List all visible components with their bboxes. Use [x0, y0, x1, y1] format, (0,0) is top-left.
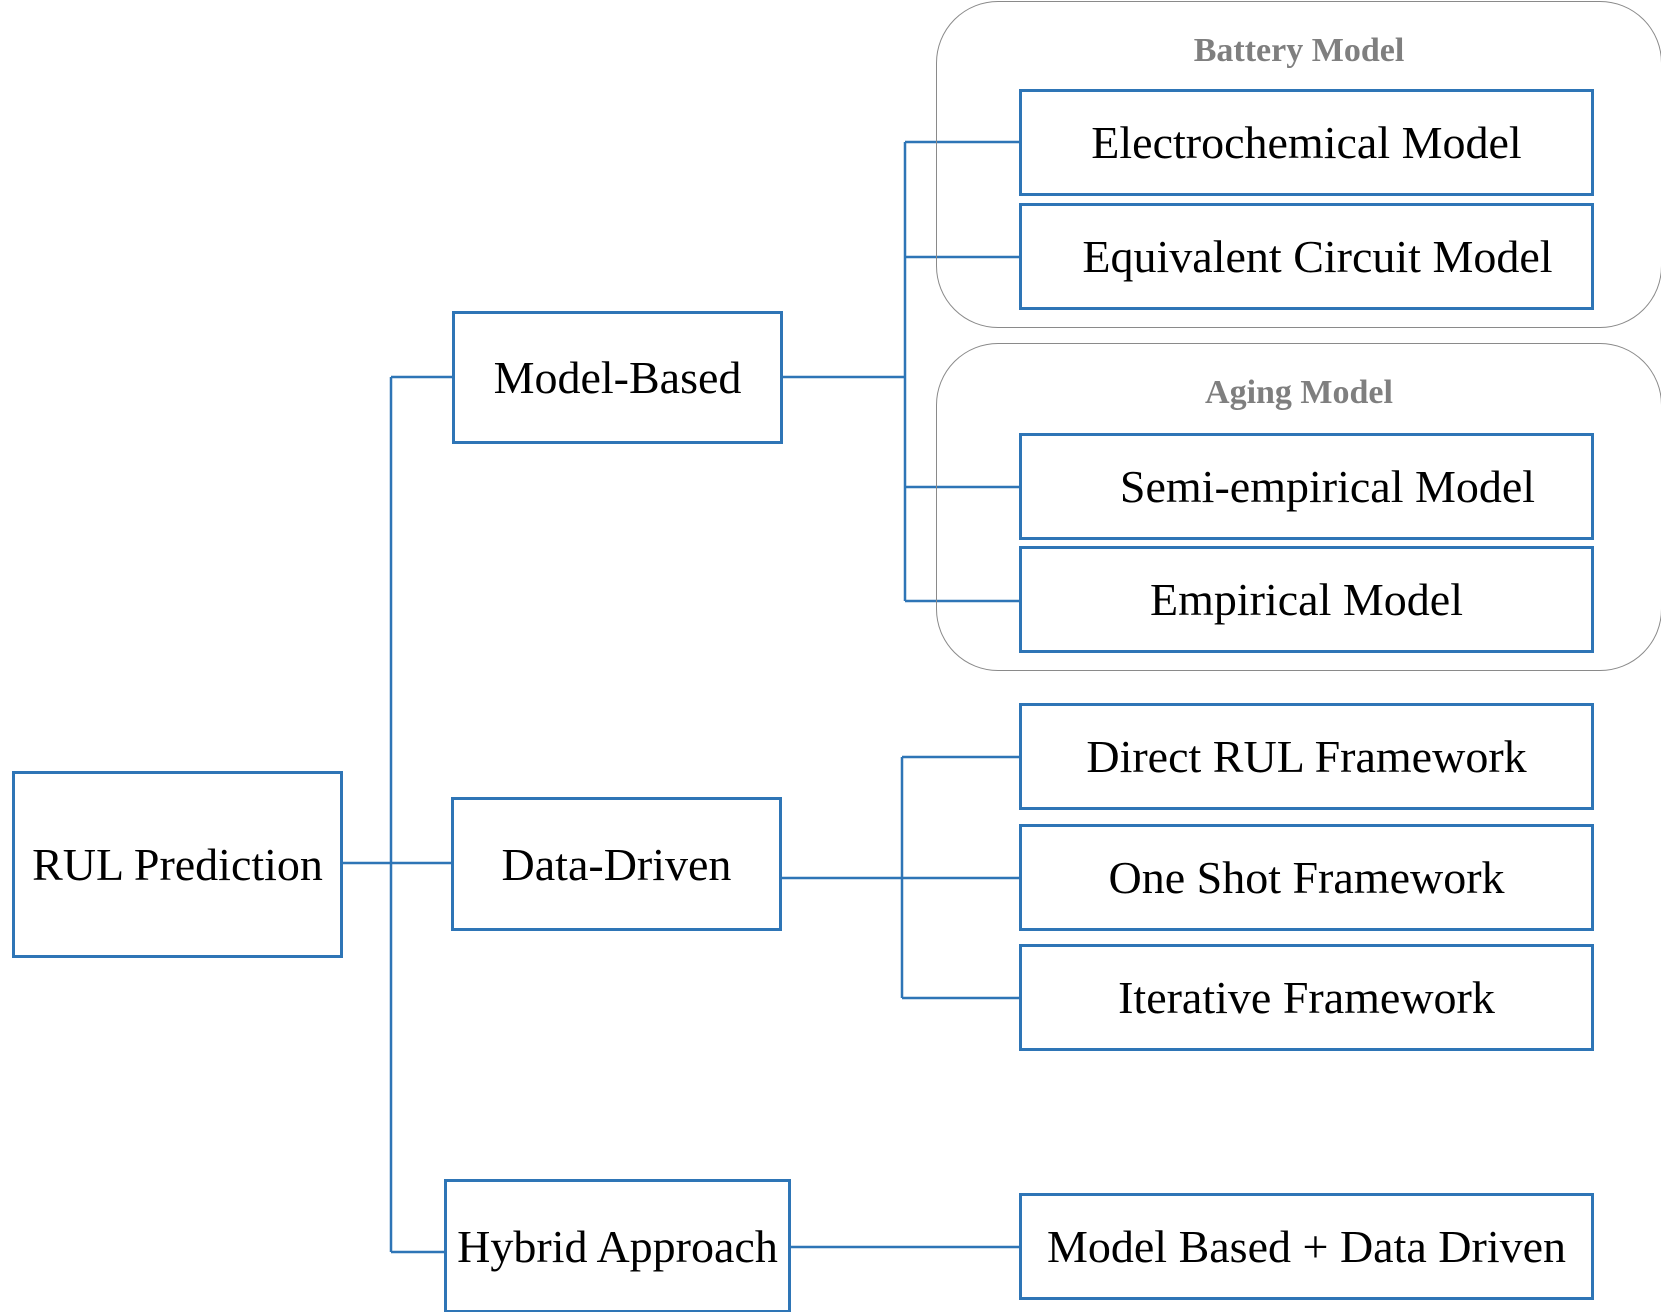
- node-electrochemical-model-label: Electrochemical Model: [1091, 117, 1522, 168]
- node-rul-prediction-label: RUL Prediction: [32, 839, 323, 890]
- node-electrochemical-model: Electrochemical Model: [1019, 89, 1594, 196]
- group-battery-model: Battery Model: [936, 1, 1661, 328]
- node-direct-rul-framework: Direct RUL Framework: [1019, 703, 1594, 810]
- node-model-based-label: Model-Based: [493, 352, 742, 403]
- node-rul-prediction: RUL Prediction: [12, 771, 343, 958]
- node-iterative-framework: Iterative Framework: [1019, 944, 1594, 1051]
- node-one-shot-framework: One Shot Framework: [1019, 824, 1594, 931]
- node-equivalent-circuit-model-label: Equivalent Circuit Model: [1082, 231, 1553, 282]
- node-model-based-data-driven: Model Based + Data Driven: [1019, 1193, 1594, 1300]
- group-aging-model: Aging Model: [936, 343, 1661, 671]
- node-model-based: Model-Based: [452, 311, 783, 444]
- node-semi-empirical-model-label: Semi-empirical Model: [1119, 461, 1536, 512]
- node-model-based-data-driven-label: Model Based + Data Driven: [1046, 1221, 1567, 1272]
- node-iterative-framework-label: Iterative Framework: [1118, 972, 1495, 1023]
- group-title-aging-model: Aging Model: [1205, 374, 1393, 411]
- node-equivalent-circuit-model: Equivalent Circuit Model: [1019, 203, 1594, 310]
- node-direct-rul-framework-label: Direct RUL Framework: [1086, 731, 1527, 782]
- group-title-battery-model: Battery Model: [1193, 32, 1405, 69]
- node-empirical-model: Empirical Model: [1019, 546, 1594, 653]
- node-hybrid-approach: Hybrid Approach: [444, 1179, 791, 1312]
- node-one-shot-framework-label: One Shot Framework: [1108, 852, 1505, 903]
- node-hybrid-approach-label: Hybrid Approach: [457, 1220, 778, 1272]
- node-empirical-model-label: Empirical Model: [1150, 574, 1463, 625]
- node-data-driven: Data-Driven: [451, 797, 782, 931]
- node-data-driven-label: Data-Driven: [501, 838, 732, 890]
- node-semi-empirical-model: Semi-empirical Model: [1019, 433, 1594, 540]
